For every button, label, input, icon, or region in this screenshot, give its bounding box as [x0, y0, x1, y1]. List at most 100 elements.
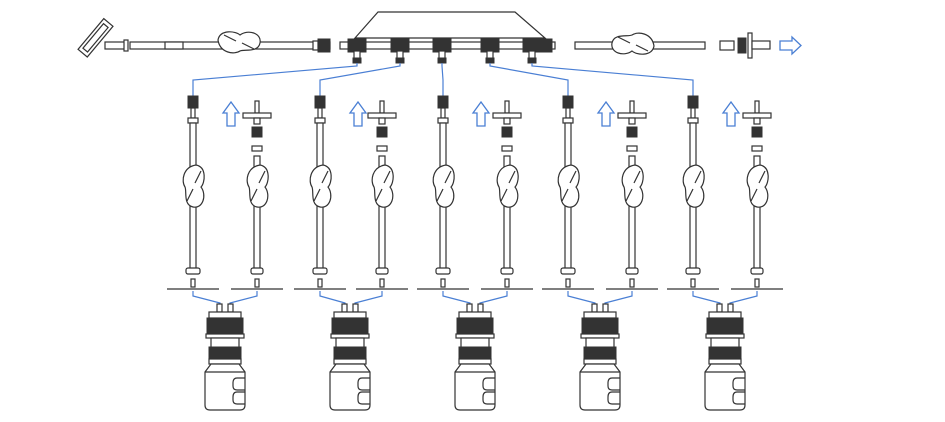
cap-port	[341, 303, 348, 313]
vent-collar	[501, 145, 513, 152]
barb	[629, 278, 635, 288]
clamp-jaw	[686, 170, 702, 202]
tube-connector	[562, 95, 574, 109]
cap-rim	[455, 333, 495, 339]
vent-collar	[751, 145, 763, 152]
clamp-jaw	[186, 170, 202, 202]
tube-end-cap	[750, 267, 764, 275]
connection-line	[192, 291, 221, 306]
vent-connector	[501, 126, 513, 138]
neck-ring	[333, 358, 367, 365]
pinch-clamp	[432, 164, 455, 208]
filter-outlet	[378, 117, 386, 125]
barb	[565, 278, 571, 288]
barb	[379, 278, 385, 288]
filter-stem	[629, 100, 635, 114]
connection-line	[442, 291, 471, 306]
bottle-cap	[206, 317, 244, 335]
vent-arrow-icon	[596, 100, 616, 127]
barb	[317, 278, 323, 288]
filter-stem	[379, 100, 385, 114]
manifold-tee	[347, 38, 367, 53]
manifold-tee	[480, 38, 500, 53]
pinch-clamp	[309, 164, 332, 208]
bottle-cap	[331, 317, 369, 335]
assembly-5	[531, 63, 783, 411]
pinch-clamp	[557, 164, 580, 208]
connection-line	[319, 63, 401, 96]
bottle-grip	[357, 377, 370, 405]
filter-body	[77, 17, 114, 58]
cap-rim	[205, 333, 245, 339]
tube-end-cap	[560, 267, 576, 275]
tube-end-cap	[435, 267, 451, 275]
vent-collar	[626, 145, 638, 152]
cap-top	[708, 311, 742, 319]
inlet-pinch-clamp	[217, 31, 261, 54]
connector-left-stub	[312, 40, 319, 51]
cap-port	[591, 303, 598, 313]
filter-outlet	[753, 117, 761, 125]
vent-filter	[242, 112, 272, 119]
bottle-cap	[456, 317, 494, 335]
vent-arrow-icon	[221, 100, 241, 127]
connection-line	[319, 291, 346, 306]
clamp-jaw	[313, 170, 329, 202]
tube-connector	[687, 95, 699, 109]
vent-collar	[376, 145, 388, 152]
tee-cap	[437, 57, 447, 64]
clamp-jaw	[500, 170, 516, 202]
connection-line	[604, 291, 633, 306]
assembly-3	[417, 63, 533, 411]
bottle-threads	[458, 346, 492, 360]
bottle-body	[579, 363, 621, 411]
clamp-jaw	[375, 170, 391, 202]
clamp-jaw	[436, 170, 452, 202]
filter-stem	[254, 100, 260, 114]
bottle-cap	[581, 317, 619, 335]
connector-left	[317, 38, 331, 53]
tee-cap	[395, 57, 405, 64]
vent-filter	[617, 112, 647, 119]
bottle-body	[204, 363, 246, 411]
manifold-tee	[522, 38, 542, 53]
manifold-tee	[432, 38, 452, 53]
vent-filter	[367, 112, 397, 119]
bottle-threads	[708, 346, 742, 360]
bottle-grip	[232, 377, 245, 405]
cap-top	[583, 311, 617, 319]
connection-line	[192, 63, 358, 96]
cap-port	[727, 303, 734, 313]
tube-end-cap	[250, 267, 264, 275]
tube-end-cap	[185, 267, 201, 275]
vent-filter	[492, 112, 522, 119]
clamp-jaw	[750, 170, 766, 202]
barb	[190, 278, 196, 288]
pinch-clamp	[496, 164, 519, 208]
connection-line	[441, 63, 444, 96]
clamp-jaw	[223, 34, 255, 50]
inlet-filter	[77, 17, 114, 58]
manifold-hood	[353, 11, 547, 39]
pinch-clamp	[371, 164, 394, 208]
vent-filter	[742, 112, 772, 119]
tube-connector	[314, 95, 326, 109]
tee-cap	[485, 57, 495, 64]
outlet-fitting	[719, 40, 735, 51]
tube-connector	[437, 95, 449, 109]
vent-arrow-icon	[721, 100, 741, 127]
barb	[690, 278, 696, 288]
tube-stem	[317, 107, 323, 119]
filter-outlet	[628, 117, 636, 125]
clamp-jaw	[561, 170, 577, 202]
connector-right	[539, 38, 553, 53]
barb	[254, 278, 260, 288]
clamp-jaw	[250, 170, 266, 202]
tube-collar	[687, 117, 699, 124]
bottle-grip	[732, 377, 745, 405]
pinch-clamp	[182, 164, 205, 208]
vent-arrow-icon	[348, 100, 368, 127]
neck-ring	[458, 358, 492, 365]
fitting	[123, 39, 129, 52]
neck-ring	[708, 358, 742, 365]
